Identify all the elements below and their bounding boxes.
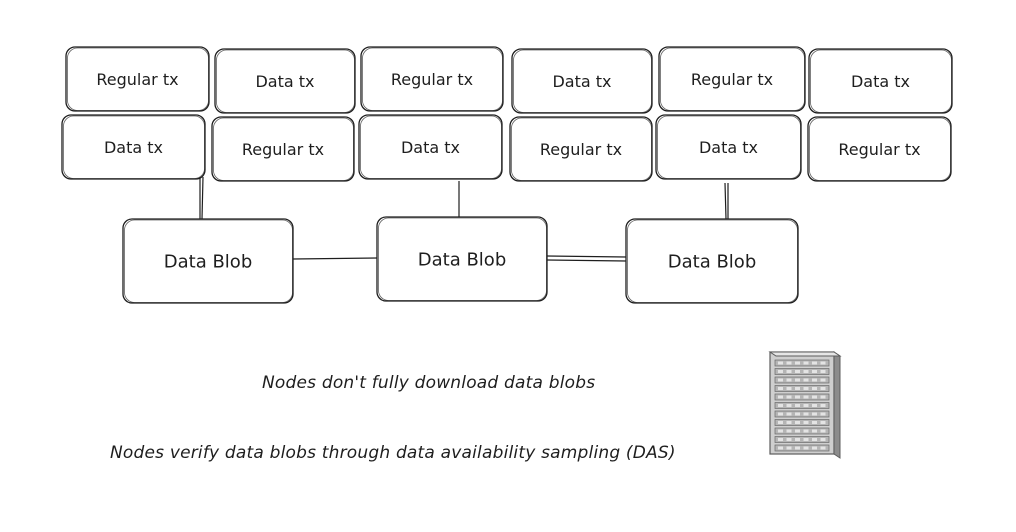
- connector-7: [546, 255, 627, 258]
- tx-data-r2-c5-label: Data tx: [699, 138, 758, 157]
- data-blobs: Data Blob Data Blob Data Blob: [122, 216, 799, 304]
- tx-regular-r2-c4-label: Regular tx: [540, 140, 622, 159]
- tx-regular-r2-c4: Regular tx: [509, 116, 653, 182]
- tx-regular-r1-c3-label: Regular tx: [391, 70, 473, 89]
- tx-data-r2-c3-label: Data tx: [401, 138, 460, 157]
- tx-regular-r1-c1-label: Regular tx: [96, 70, 178, 89]
- tx-data-r2-c1-label: Data tx: [104, 138, 163, 157]
- note-partial-download: Nodes don't fully download data blobs: [262, 373, 596, 393]
- tx-regular-r1-c1: Regular tx: [65, 46, 210, 112]
- data-blob-3: Data Blob: [625, 218, 799, 304]
- tx-data-r1-c2-label: Data tx: [255, 72, 314, 91]
- tx-data-r2-c5: Data tx: [655, 114, 802, 180]
- tx-regular-r2-c6-label: Regular tx: [838, 140, 920, 159]
- tx-regular-r1-c3: Regular tx: [360, 46, 504, 112]
- tx-data-r1-c6: Data tx: [808, 48, 953, 114]
- tx-regular-r2-c2: Regular tx: [211, 116, 355, 182]
- tx-data-r1-c4-label: Data tx: [552, 72, 611, 91]
- tx-data-r1-c2: Data tx: [214, 48, 356, 114]
- connectors: [199, 176, 729, 262]
- connector-8: [546, 259, 627, 262]
- tx-regular-r1-c5: Regular tx: [658, 46, 806, 112]
- data-blob-1: Data Blob: [122, 218, 294, 304]
- tx-regular-r1-c5-label: Regular tx: [691, 70, 773, 89]
- connector-4: [724, 182, 727, 220]
- tx-data-r2-c1: Data tx: [61, 114, 206, 180]
- data-blob-3-label: Data Blob: [668, 251, 757, 272]
- transactions: Regular tx Data tx Regular tx Data tx Regula…: [61, 46, 953, 182]
- tx-data-r1-c4: Data tx: [511, 48, 653, 114]
- data-blob-2-label: Data Blob: [418, 249, 507, 270]
- data-blob-1-label: Data Blob: [164, 251, 253, 272]
- connector-2: [201, 176, 204, 220]
- connector-6: [292, 257, 378, 260]
- tx-data-r1-c6-label: Data tx: [851, 72, 910, 91]
- tx-regular-r2-c2-label: Regular tx: [242, 140, 324, 159]
- data-blob-2: Data Blob: [376, 216, 548, 302]
- tx-data-r2-c3: Data tx: [358, 114, 503, 180]
- tx-regular-r2-c6: Regular tx: [807, 116, 952, 182]
- server-rack-icon: [768, 351, 842, 459]
- note-das-verification: Nodes verify data blobs through data ava…: [110, 443, 676, 463]
